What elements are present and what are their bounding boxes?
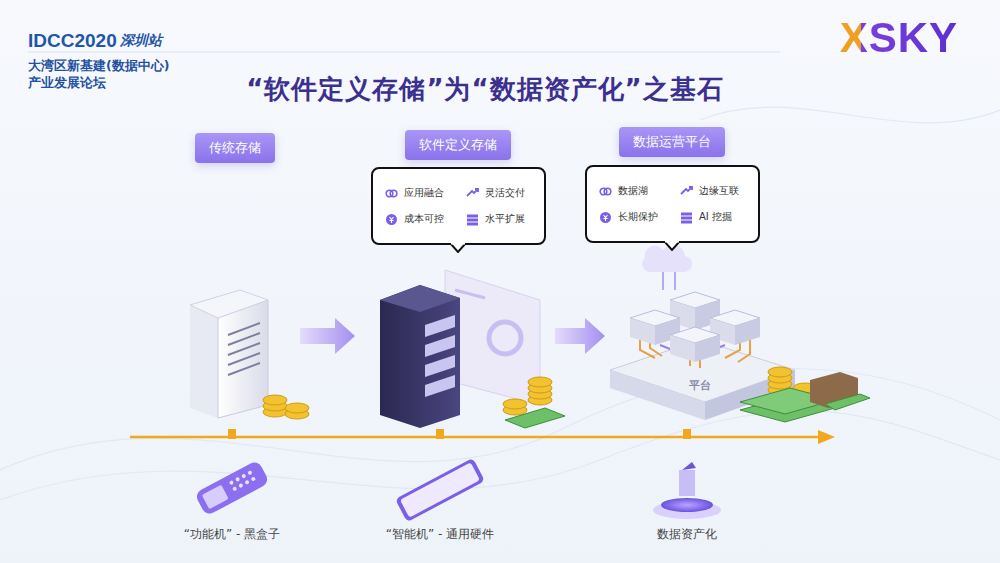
tag-text: 软件定义存储 [419, 137, 497, 152]
callout-pointer [664, 241, 680, 251]
feature-text: 数据湖 [618, 184, 648, 198]
forum-name: 大湾区新基建(数据中心) [28, 58, 169, 75]
stage-tag: 数据运营平台 [619, 127, 725, 157]
feature-text: 长期保护 [618, 210, 658, 224]
feature-icon [599, 185, 612, 198]
stage-caption: “功能机” - 黑盒子 [184, 526, 280, 543]
stage-tag: 软件定义存储 [405, 130, 511, 160]
feature-text: 应用融合 [404, 186, 444, 200]
feature-icon [385, 213, 398, 226]
forum-name: 产业发展论坛 [28, 75, 106, 92]
stage-tag: 传统存储 [195, 133, 275, 163]
feature-icon [680, 211, 693, 224]
feature-text: 成本可控 [404, 212, 444, 226]
platform-label: 平台 [689, 378, 711, 393]
brand-logo: XSKY [840, 14, 958, 62]
feature-item: AI 挖掘 [680, 210, 746, 224]
feature-text: 灵活交付 [485, 186, 525, 200]
feature-text: 边缘互联 [699, 184, 739, 198]
feature-item: 灵活交付 [466, 186, 532, 200]
feature-icon [385, 187, 398, 200]
feature-item: 边缘互联 [680, 184, 746, 198]
feature-item: 长期保护 [599, 210, 665, 224]
feature-icon [466, 213, 479, 226]
feature-item: 水平扩展 [466, 212, 532, 226]
feature-callout: 数据湖 边缘互联长期保护 AI 挖掘 [585, 165, 760, 243]
feature-item: 数据湖 [599, 184, 665, 198]
tag-text: 数据运营平台 [633, 134, 711, 149]
logo-text: 深圳站 [120, 32, 162, 50]
feature-icon [680, 185, 693, 198]
feature-text: 水平扩展 [485, 212, 525, 226]
feature-callout: 应用融合 灵活交付成本可控 水平扩展 [371, 167, 546, 245]
slide-title: “软件定义存储”为“数据资产化”之基石 [246, 72, 723, 107]
callout-pointer [450, 243, 466, 253]
logo-text: IDCC2020 [28, 30, 117, 52]
feature-item: 应用融合 [385, 186, 451, 200]
feature-item: 成本可控 [385, 212, 451, 226]
tag-text: 传统存储 [209, 140, 261, 155]
feature-icon [599, 211, 612, 224]
stage-caption: 数据资产化 [657, 526, 717, 543]
feature-icon [466, 187, 479, 200]
feature-text: AI 挖掘 [699, 210, 732, 224]
stage-caption: “智能机” - 通用硬件 [386, 526, 494, 543]
